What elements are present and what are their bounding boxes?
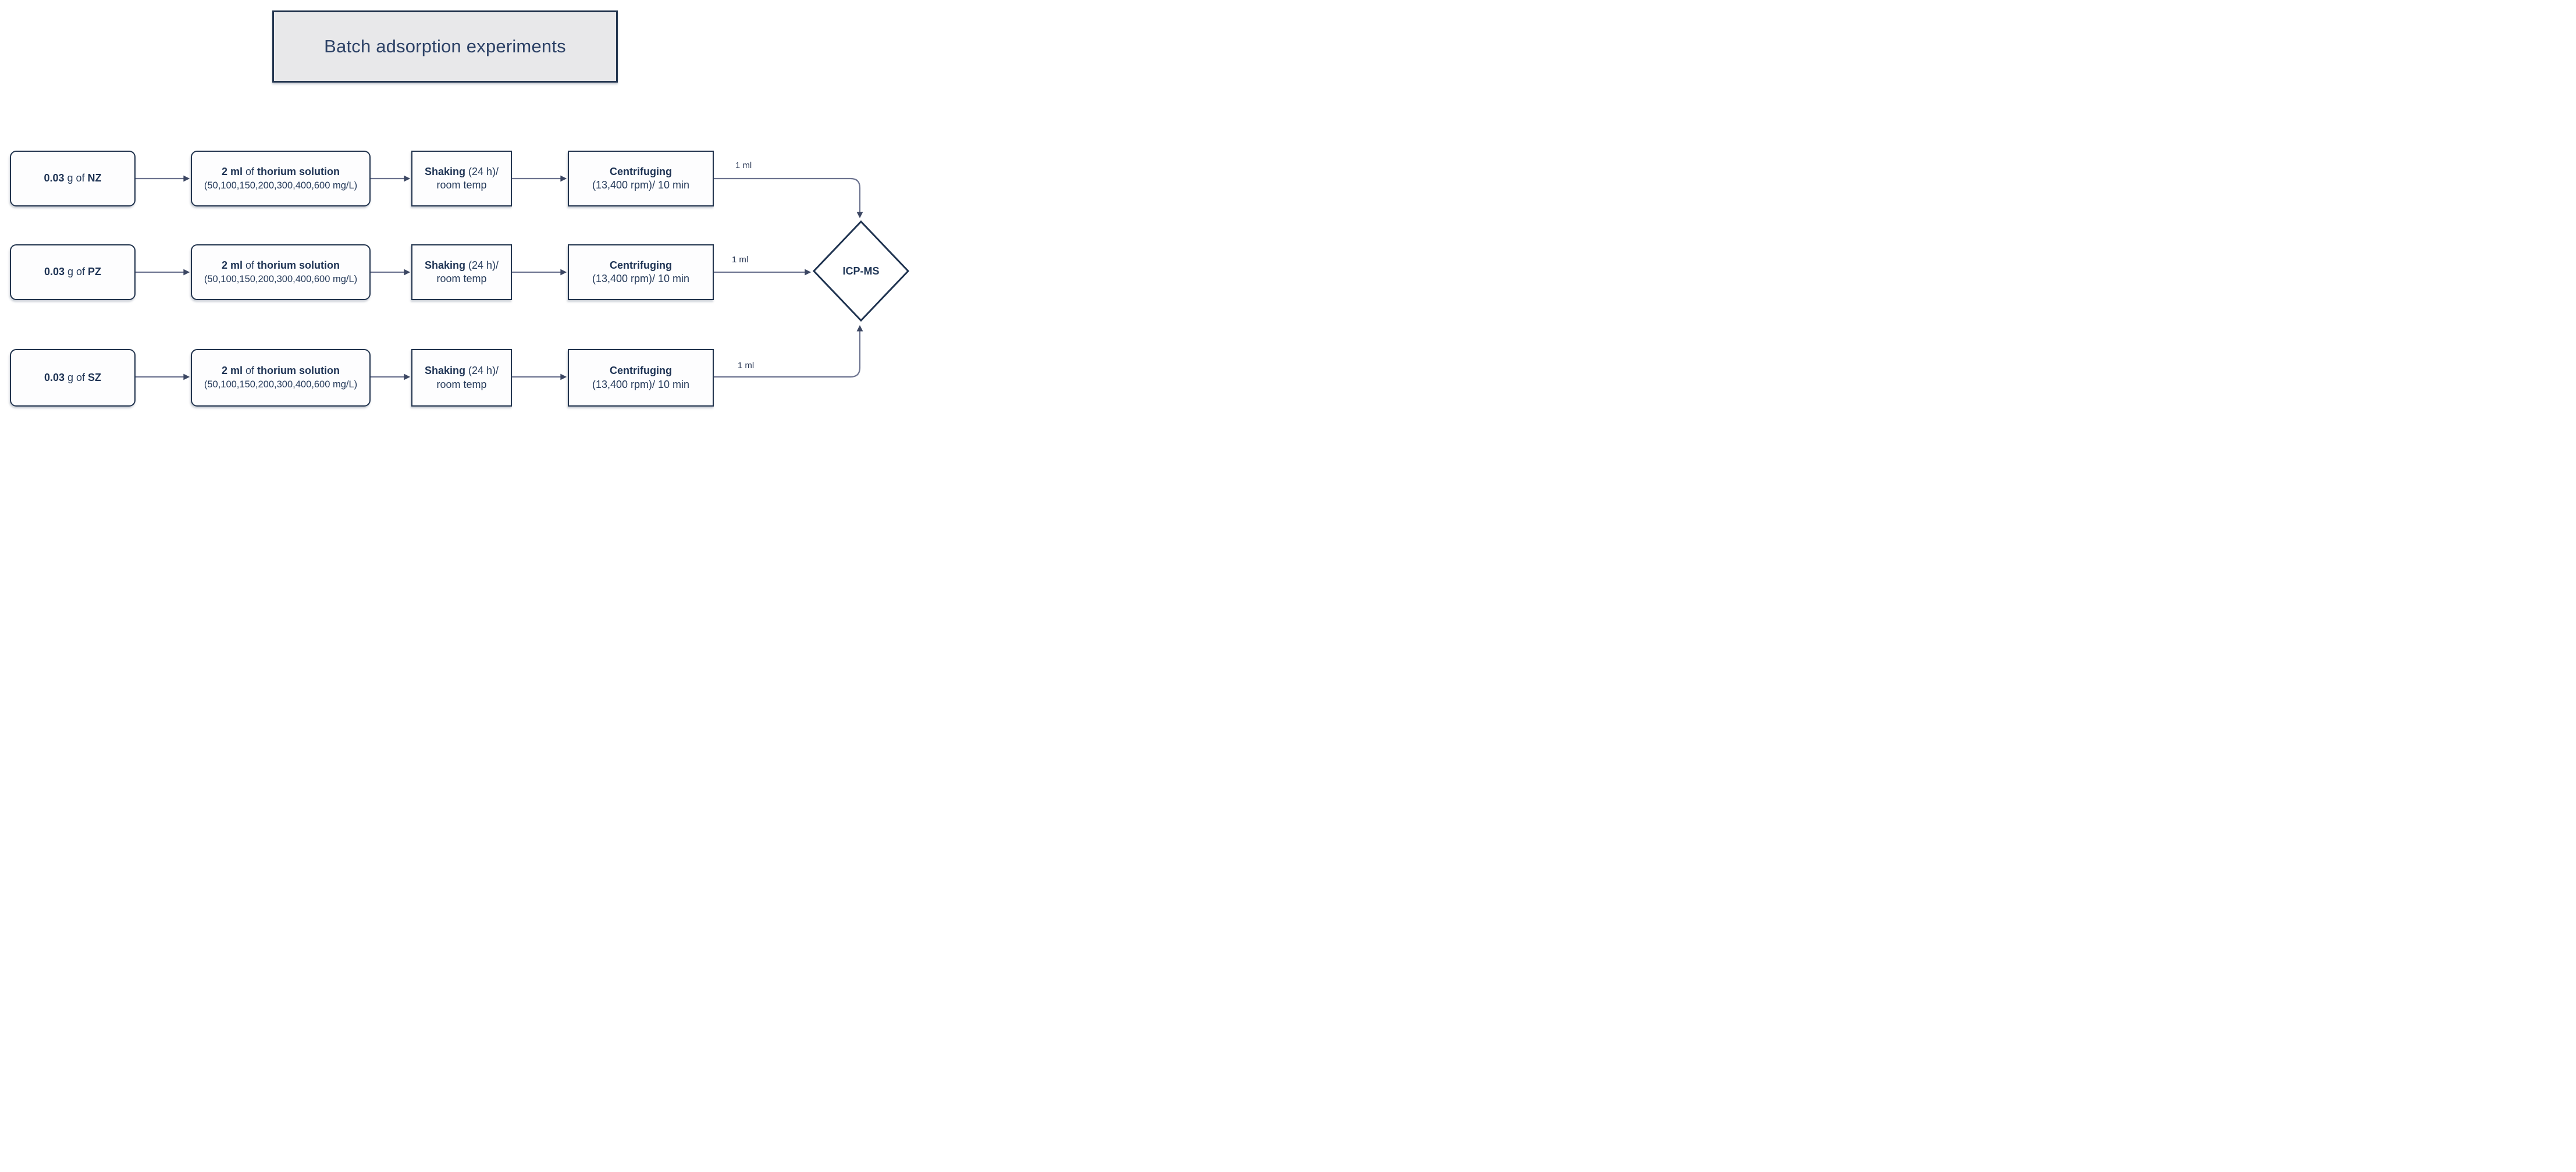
- flowchart-canvas: Batch adsorption experiments 0.03 g of N…: [0, 0, 912, 415]
- sample-node-nz: 0.03 g of NZ: [10, 151, 136, 206]
- transfer-volume-label-row3: 1 ml: [737, 361, 755, 371]
- icpms-label: ICP-MS: [842, 265, 880, 277]
- shaking-node-row2: Shaking (24 h)/ room temp: [411, 244, 512, 300]
- arrow-row3-centrifuging-to-icpms: [714, 325, 863, 378]
- arrow-row1-centrifuging-to-icpms: [714, 177, 863, 219]
- sample-node-label: 0.03 g of PZ: [44, 266, 102, 278]
- centrifuging-node-row2: Centrifuging (13,400 rpm)/ 10 min: [568, 244, 714, 300]
- shaking-node-row1: Shaking (24 h)/ room temp: [411, 151, 512, 206]
- connector-layer: [136, 175, 910, 380]
- solution-node-label: 2 ml of thorium solution (50,100,150,200…: [204, 365, 358, 390]
- sample-node-pz: 0.03 g of PZ: [10, 244, 136, 300]
- title-node: Batch adsorption experiments: [272, 10, 618, 83]
- solution-node-label: 2 ml of thorium solution (50,100,150,200…: [204, 165, 358, 191]
- centrifuging-node-row1: Centrifuging (13,400 rpm)/ 10 min: [568, 151, 714, 206]
- centrifuging-node-row3: Centrifuging (13,400 rpm)/ 10 min: [568, 349, 714, 407]
- centrifuging-node-label: Centrifuging (13,400 rpm)/ 10 min: [592, 165, 690, 191]
- sample-node-label: 0.03 g of SZ: [44, 371, 102, 383]
- title-text: Batch adsorption experiments: [324, 36, 566, 56]
- shaking-node-label: Shaking (24 h)/ room temp: [424, 365, 499, 390]
- solution-node-label: 2 ml of thorium solution (50,100,150,200…: [204, 259, 358, 284]
- centrifuging-node-label: Centrifuging (13,400 rpm)/ 10 min: [592, 259, 690, 284]
- solution-node-row1: 2 ml of thorium solution (50,100,150,200…: [191, 151, 371, 206]
- solution-node-row3: 2 ml of thorium solution (50,100,150,200…: [191, 349, 371, 407]
- shaking-node-label: Shaking (24 h)/ room temp: [424, 259, 499, 284]
- sample-node-label: 0.03 g of NZ: [44, 172, 102, 184]
- transfer-volume-label-row2: 1 ml: [731, 255, 749, 265]
- sample-node-sz: 0.03 g of SZ: [10, 349, 136, 407]
- solution-node-row2: 2 ml of thorium solution (50,100,150,200…: [191, 244, 371, 300]
- centrifuging-node-label: Centrifuging (13,400 rpm)/ 10 min: [592, 365, 690, 390]
- shaking-node-row3: Shaking (24 h)/ room temp: [411, 349, 512, 407]
- transfer-volume-label-row1: 1 ml: [735, 161, 752, 170]
- icpms-diamond: [812, 220, 910, 322]
- shaking-node-label: Shaking (24 h)/ room temp: [424, 165, 499, 191]
